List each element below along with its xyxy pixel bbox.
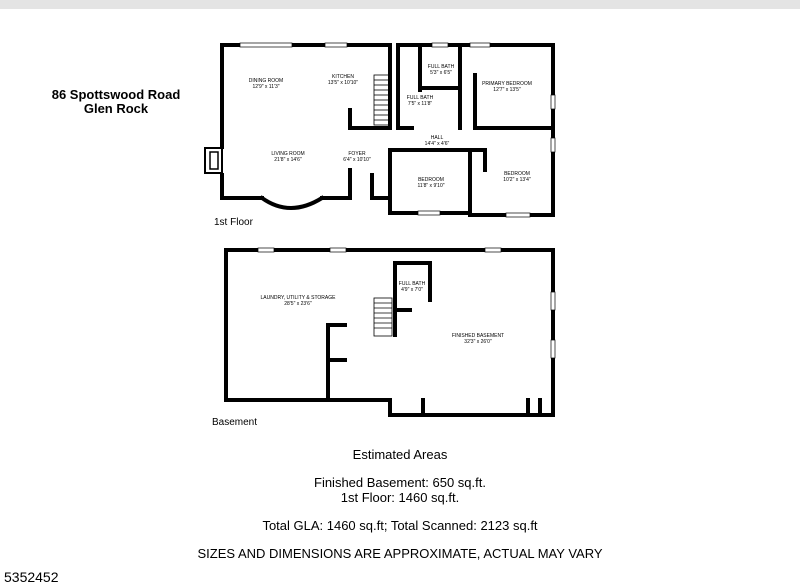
property-address: 86 Spottswood Road Glen Rock (46, 88, 186, 116)
address-street: 86 Spottswood Road (51, 87, 181, 102)
listing-number: 5352452 (4, 569, 59, 585)
address-town: Glen Rock (83, 101, 149, 116)
first-floor-label: 1st Floor (214, 217, 253, 228)
basement-label: Basement (212, 417, 258, 428)
finished-basement-area: Finished Basement: 650 sq.ft. (314, 475, 486, 490)
first-floor-area: 1st Floor: 1460 sq.ft. (340, 490, 460, 505)
disclaimer: SIZES AND DIMENSIONS ARE APPROXIMATE, AC… (197, 546, 603, 561)
top-bar (0, 0, 800, 9)
total-area: Total GLA: 1460 sq.ft; Total Scanned: 21… (262, 518, 538, 533)
estimated-areas-title: Estimated Areas (352, 447, 448, 462)
